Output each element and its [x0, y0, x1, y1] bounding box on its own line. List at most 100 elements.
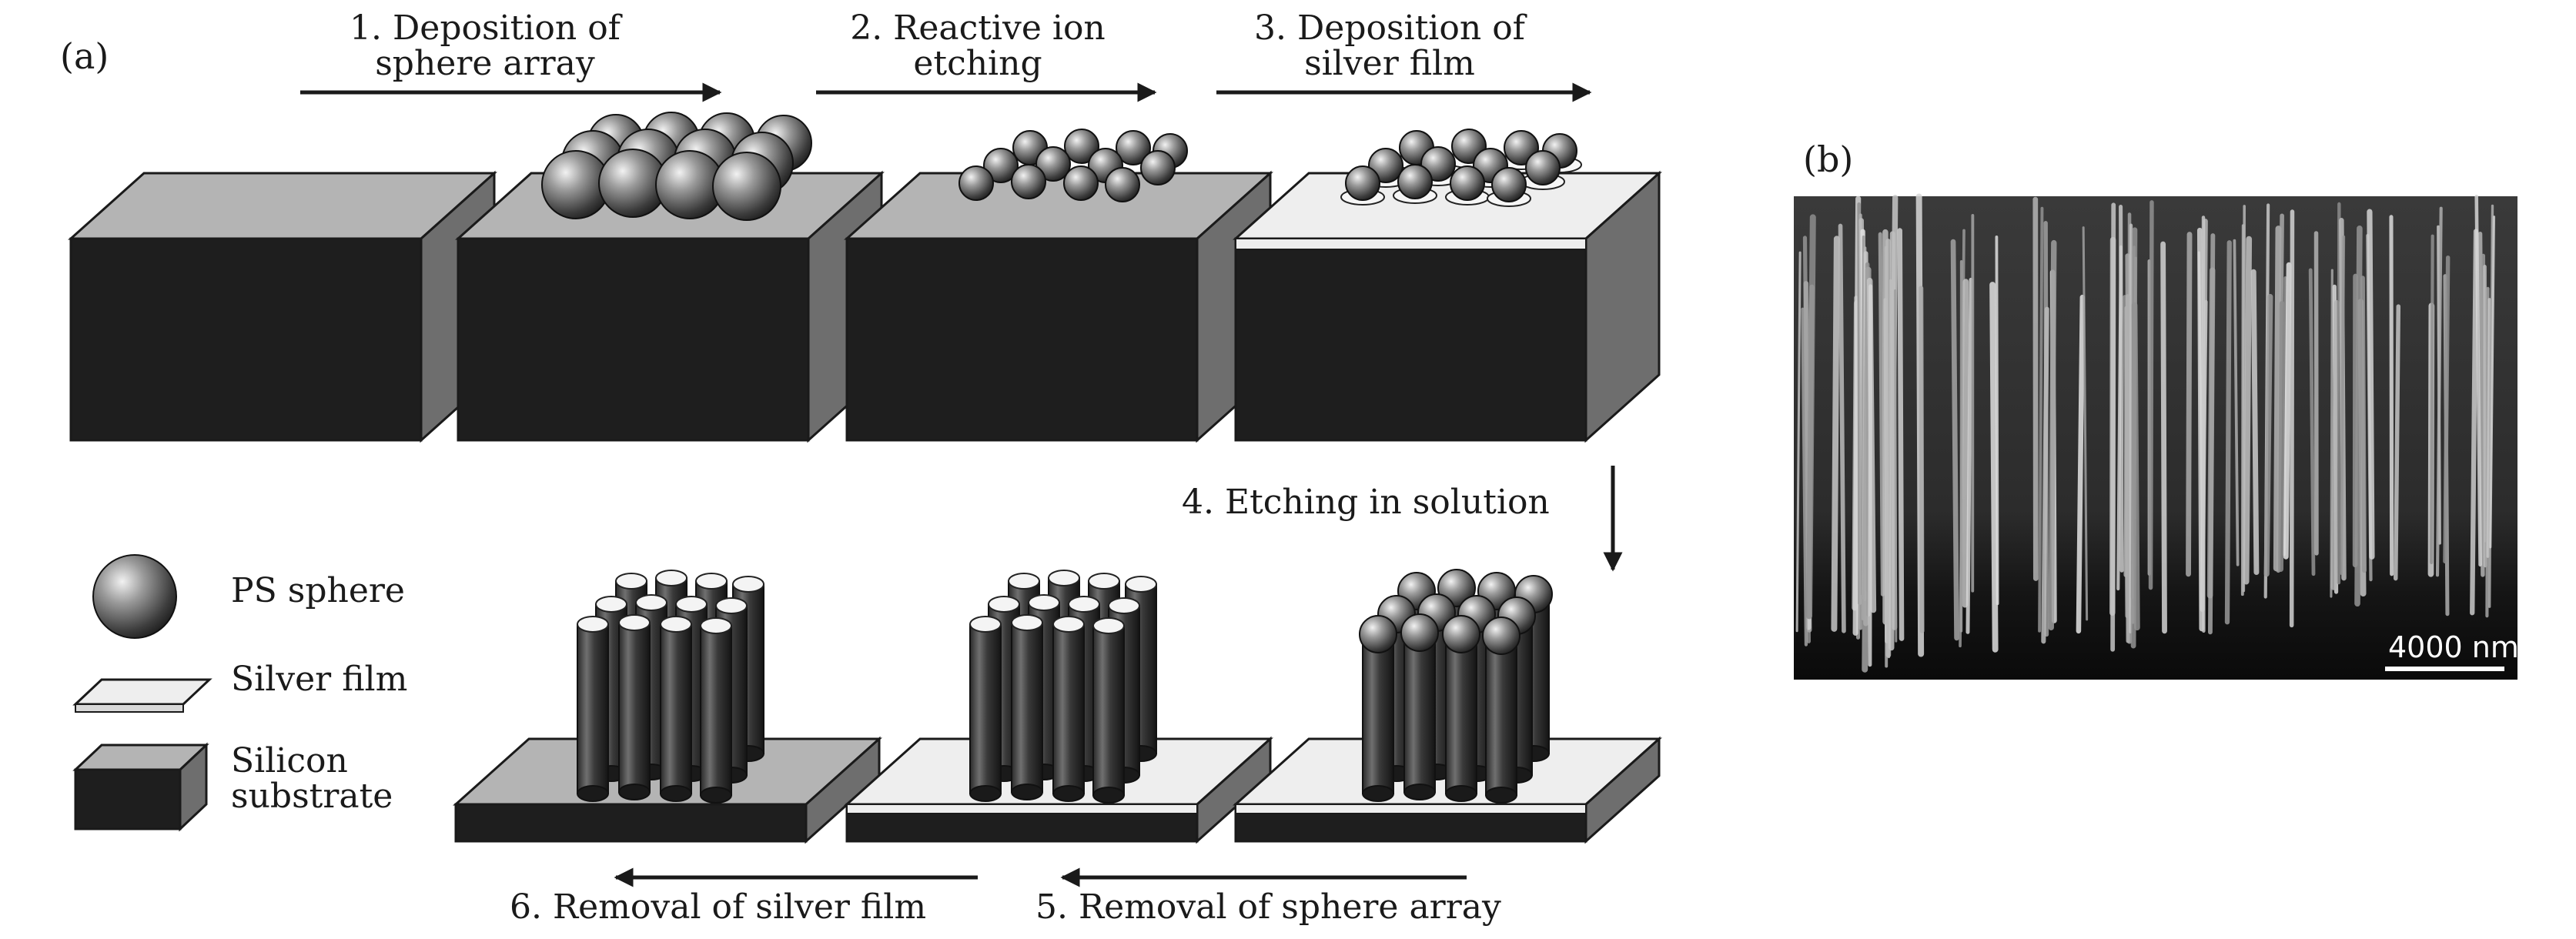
nanopillar-cap: [615, 573, 647, 590]
step-3-line-1: 3. Deposition of: [1254, 8, 1525, 48]
small-ps-sphere: [1450, 165, 1485, 201]
substrate-2-front: [457, 237, 810, 442]
nanopillar-base: [660, 785, 692, 802]
nanowire: [2354, 226, 2363, 607]
nanopillar: [618, 614, 651, 800]
nanowire: [1838, 223, 1846, 633]
nanopillar-body: [1445, 643, 1477, 794]
legend-silver-film-edge: [75, 703, 184, 713]
nanopillar: [1092, 617, 1125, 804]
nanowire: [2273, 226, 2282, 572]
nanowire: [2263, 293, 2273, 577]
nanopillar-cap: [732, 576, 764, 593]
nanopillar-base: [1445, 785, 1477, 802]
nanopillar-base: [969, 785, 1002, 802]
step-5-label: 5. Removal of sphere array: [1035, 887, 1501, 927]
nanopillar-cap: [655, 570, 687, 586]
small-ps-sphere: [983, 148, 1019, 183]
nanopillar-base: [1362, 785, 1394, 802]
small-ps-sphere: [1105, 167, 1140, 202]
nanowire: [2486, 298, 2491, 558]
small-ps-sphere: [1345, 165, 1380, 201]
panel-label-b: (b): [1803, 139, 1854, 180]
nanowire: [2483, 265, 2487, 568]
nanopillar: [1362, 635, 1394, 802]
step-2-line-1: 2. Reactive ion: [850, 8, 1106, 48]
legend-icons: [72, 554, 212, 832]
nanopillar-cap: [635, 594, 667, 611]
large-sphere-array: [541, 112, 812, 221]
nanowire: [1878, 232, 1885, 596]
nanowire: [2196, 227, 2205, 632]
legend-silver-film-icon: [72, 678, 212, 706]
nanopillar: [1485, 637, 1517, 804]
ps-sphere-on-pillar: [1359, 615, 1397, 653]
nanopillar-body: [1362, 643, 1394, 794]
step-2-label: 2. Reactive ion etching: [816, 11, 1139, 82]
nanowire: [2207, 233, 2216, 635]
small-ps-sphere: [1525, 150, 1561, 185]
pillars-step-4: [1359, 569, 1553, 804]
nanopillar-base: [1011, 784, 1043, 800]
nanopillar-cap: [675, 596, 708, 613]
nanowire: [2160, 241, 2167, 634]
legend-silicon-label: Silicon substrate: [231, 744, 393, 814]
nanopillar-cap: [715, 597, 748, 614]
small-ps-sphere: [1064, 129, 1099, 164]
nanowire: [2148, 200, 2154, 590]
nanopillar-body: [1011, 622, 1043, 793]
process-arrows: [300, 82, 1623, 887]
nanopillar-cap: [618, 614, 651, 631]
nanopillar-base: [1052, 785, 1085, 802]
nanopillar-base: [700, 787, 732, 804]
substrate-3: [844, 170, 1273, 443]
nanowire: [1795, 251, 1802, 633]
step-3-line-2: silver film: [1304, 44, 1475, 83]
small-ps-sphere: [1116, 130, 1151, 165]
large-ps-sphere: [712, 152, 781, 221]
nanowire: [2186, 232, 2193, 577]
small-ps-sphere: [1011, 164, 1046, 199]
nanowire: [2116, 245, 2123, 591]
small-ps-sphere: [1063, 165, 1099, 201]
nanopillar-cap: [1092, 617, 1125, 634]
nanopillar-body: [700, 625, 732, 796]
pillars-step-5: [969, 570, 1157, 804]
nanopillar-cap: [700, 617, 732, 634]
nanopillar: [1403, 633, 1436, 800]
substrate-2: [455, 170, 885, 443]
nanowire: [2430, 234, 2434, 565]
nanopillar-cap: [1011, 614, 1043, 631]
nanowire: [2082, 226, 2089, 621]
nanowire: [2076, 294, 2086, 634]
nanowire: [1989, 282, 1999, 653]
nanowire: [2389, 215, 2394, 576]
nanowire: [2130, 227, 2138, 649]
scale-bar-line: [2385, 667, 2504, 671]
nanowire: [2360, 276, 2367, 573]
nanopillar-body: [660, 623, 692, 794]
substrate-1-front: [69, 237, 423, 442]
substrate-1: [68, 170, 497, 443]
nanopillar-body: [618, 622, 651, 793]
nanopillar-cap: [969, 616, 1002, 633]
nanopillar-body: [1485, 644, 1517, 796]
nanowire: [2038, 206, 2044, 633]
nanowire: [1950, 239, 1959, 641]
nanowire: [2393, 304, 2401, 581]
nanowire: [2435, 206, 2443, 577]
small-ps-sphere: [1140, 150, 1176, 185]
nanowire: [2489, 216, 2496, 549]
step-6-label: 6. Removal of silver film: [510, 887, 927, 927]
nanowire: [2470, 229, 2479, 616]
nanopillar: [577, 616, 609, 802]
small-ps-sphere: [958, 165, 994, 201]
scale-bar-label: 4000 nm: [2388, 630, 2519, 664]
substrate-4-front: [1234, 237, 1587, 442]
nanopillar-cap: [1052, 616, 1085, 633]
nanowire: [2367, 209, 2375, 560]
nanopillar-cap: [1008, 573, 1040, 590]
nanopillar: [1011, 614, 1043, 800]
nanopillar-cap: [1048, 570, 1080, 586]
sem-micrograph: [1794, 193, 2517, 680]
